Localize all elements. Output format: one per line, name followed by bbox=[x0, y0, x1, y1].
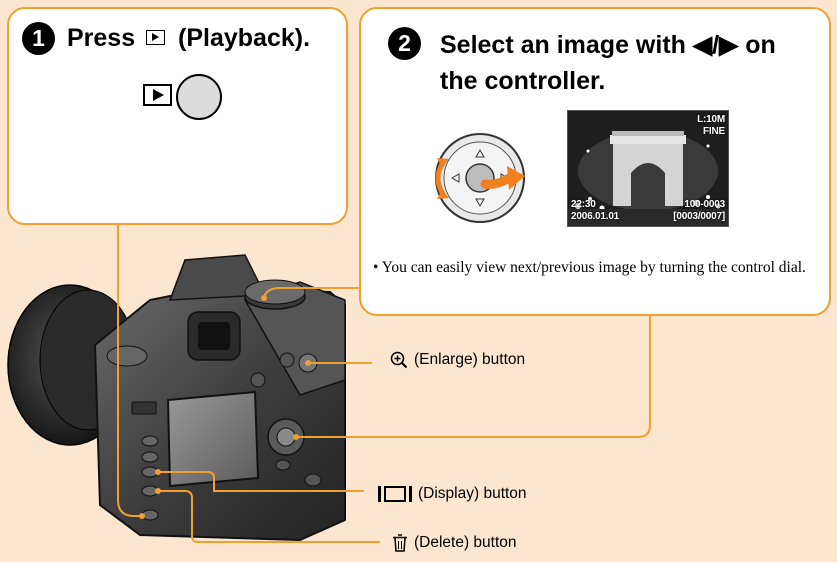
step-2-title-line-2: the controller. bbox=[440, 67, 606, 95]
step-1-title-prefix: Press bbox=[67, 24, 136, 52]
callout-enlarge: (Enlarge) button bbox=[390, 350, 525, 370]
display-icon bbox=[378, 485, 412, 502]
arc-photo bbox=[568, 111, 728, 226]
control-dial-tip: • You can easily view next/previous imag… bbox=[373, 259, 806, 276]
step-1-panel bbox=[7, 7, 348, 225]
callout-display: (Display) button bbox=[378, 484, 527, 504]
folder-file-number: 100-0003 bbox=[684, 199, 725, 210]
callout-display-label: (Display) button bbox=[418, 485, 527, 502]
step-1-title: Press (Playback). bbox=[67, 21, 310, 55]
step-2-title: Select an image with ◀/▶ on the controll… bbox=[440, 27, 776, 99]
delete-icon bbox=[393, 534, 407, 552]
leader-controller bbox=[296, 316, 651, 438]
step-1-number: 1 bbox=[22, 22, 55, 55]
playback-icon bbox=[146, 29, 166, 45]
callout-enlarge-label: (Enlarge) button bbox=[414, 351, 526, 368]
playback-icon bbox=[143, 84, 172, 106]
leader-control-dial bbox=[263, 287, 359, 299]
callout-delete-label: (Delete) button bbox=[414, 534, 517, 551]
frame-counter: [0003/0007] bbox=[673, 211, 725, 222]
playback-screen-preview: L:10M FINE 22:30 2006.01.01 100-0003 [00… bbox=[567, 110, 729, 227]
quality-readout: L:10M FINE bbox=[697, 114, 725, 138]
enlarge-icon bbox=[390, 351, 408, 369]
callout-delete: (Delete) button bbox=[392, 533, 517, 553]
step-1-title-suffix: (Playback). bbox=[178, 24, 311, 52]
leader-delete bbox=[158, 490, 380, 543]
playback-button-illustration bbox=[176, 74, 222, 120]
step-2-title-line-1: Select an image with ◀/▶ on bbox=[440, 31, 776, 59]
capture-date: 2006.01.01 bbox=[571, 211, 620, 222]
capture-time: 22:30 bbox=[571, 199, 596, 210]
leader-display bbox=[158, 471, 364, 492]
step-2-number: 2 bbox=[388, 27, 421, 60]
leader-playback bbox=[117, 225, 142, 517]
image-quality: FINE bbox=[703, 126, 725, 137]
file-readout: 100-0003 [0003/0007] bbox=[673, 199, 725, 223]
datetime-readout: 22:30 2006.01.01 bbox=[571, 199, 619, 223]
controller-illustration bbox=[435, 133, 525, 223]
image-size: L:10M bbox=[697, 114, 725, 125]
